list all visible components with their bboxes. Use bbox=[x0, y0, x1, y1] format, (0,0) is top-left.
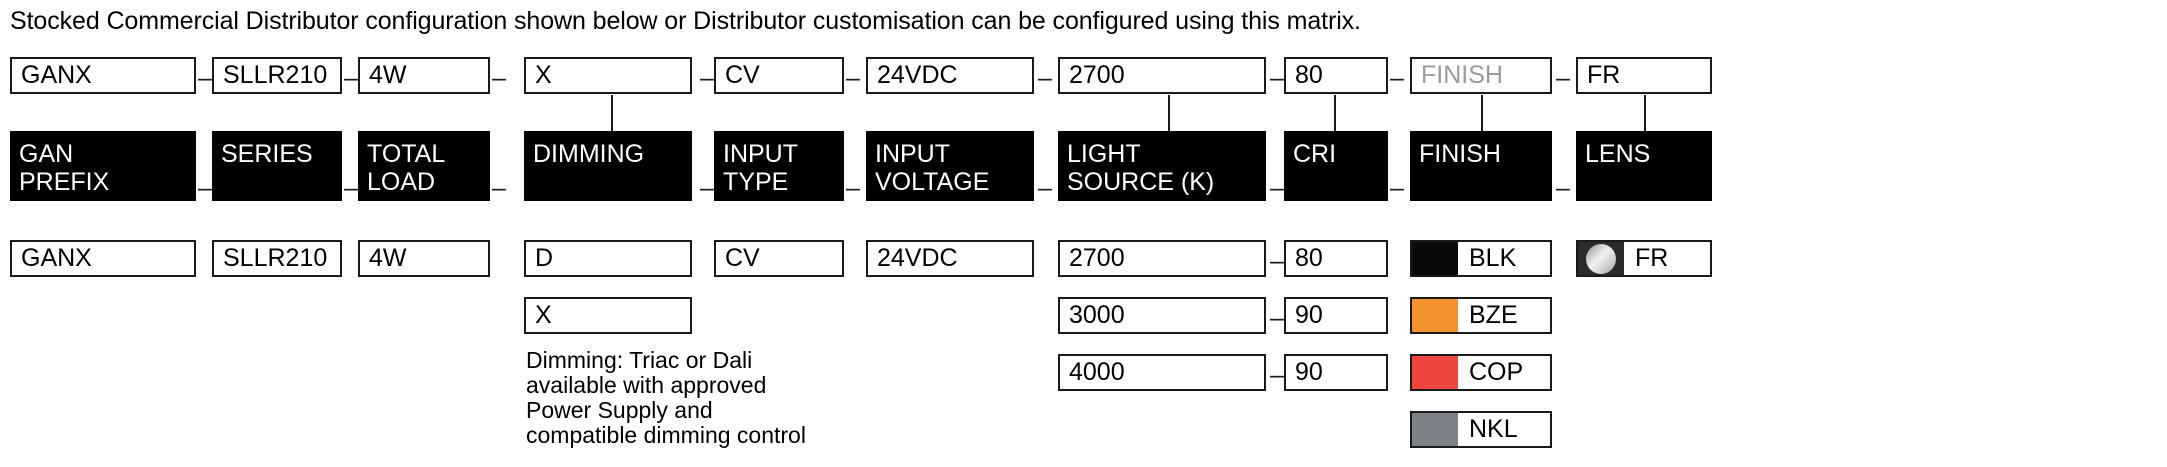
header-dash-3: – bbox=[492, 174, 506, 202]
header-input-type: INPUT TYPE bbox=[714, 131, 844, 201]
header-cri: CRI bbox=[1284, 131, 1388, 201]
option-dash-cri-2: – bbox=[1270, 304, 1284, 332]
header-dash-7: – bbox=[1270, 174, 1284, 202]
code-dash-2: – bbox=[344, 64, 358, 92]
header-finish: FINISH bbox=[1410, 131, 1552, 201]
option-finish-bze-label: BZE bbox=[1469, 301, 1518, 329]
option-finish-bze[interactable]: BZE bbox=[1410, 297, 1552, 334]
header-dash-1: – bbox=[198, 174, 212, 202]
option-cri-90-b[interactable]: 90 bbox=[1284, 354, 1388, 391]
option-input-type-cv[interactable]: CV bbox=[714, 240, 844, 277]
option-cri-80[interactable]: 80 bbox=[1284, 240, 1388, 277]
connector-line-lens bbox=[1644, 95, 1646, 131]
code-dash-6: – bbox=[1038, 64, 1052, 92]
code-dash-1: – bbox=[198, 64, 212, 92]
header-dash-9: – bbox=[1556, 174, 1570, 202]
option-cri-90-a[interactable]: 90 bbox=[1284, 297, 1388, 334]
code-cell-total-load[interactable]: 4W bbox=[358, 57, 490, 94]
intro-text: Stocked Commercial Distributor configura… bbox=[10, 7, 1361, 35]
code-dash-4: – bbox=[700, 64, 714, 92]
finish-swatch-cop-icon bbox=[1412, 356, 1458, 389]
option-input-voltage-24vdc[interactable]: 24VDC bbox=[866, 240, 1034, 277]
lens-frosted-swatch-icon bbox=[1578, 242, 1624, 275]
header-light-source: LIGHT SOURCE (K) bbox=[1058, 131, 1266, 201]
header-lens: LENS bbox=[1576, 131, 1712, 201]
code-dash-3: – bbox=[492, 64, 506, 92]
option-light-source-2700[interactable]: 2700 bbox=[1058, 240, 1266, 277]
option-total-load-4w[interactable]: 4W bbox=[358, 240, 490, 277]
code-dash-9: – bbox=[1556, 64, 1570, 92]
dimming-note: Dimming: Triac or Dali available with ap… bbox=[526, 347, 806, 448]
option-dash-cri-3: – bbox=[1270, 361, 1284, 389]
option-finish-blk-label: BLK bbox=[1469, 244, 1517, 272]
header-dash-6: – bbox=[1038, 174, 1052, 202]
option-dimming-x[interactable]: X bbox=[524, 297, 692, 334]
header-dash-2: – bbox=[344, 174, 358, 202]
option-finish-nkl[interactable]: NKL bbox=[1410, 411, 1552, 448]
code-cell-light-source[interactable]: 2700 bbox=[1058, 57, 1266, 94]
code-dash-7: – bbox=[1270, 64, 1284, 92]
code-cell-cri[interactable]: 80 bbox=[1284, 57, 1388, 94]
code-cell-dimming[interactable]: X bbox=[524, 57, 692, 94]
header-gan-prefix: GAN PREFIX bbox=[10, 131, 196, 201]
code-cell-input-voltage[interactable]: 24VDC bbox=[866, 57, 1034, 94]
option-dimming-d[interactable]: D bbox=[524, 240, 692, 277]
option-finish-cop[interactable]: COP bbox=[1410, 354, 1552, 391]
option-finish-nkl-label: NKL bbox=[1469, 415, 1518, 443]
connector-line-cri bbox=[1334, 95, 1336, 131]
option-light-source-4000[interactable]: 4000 bbox=[1058, 354, 1266, 391]
code-cell-gan-prefix[interactable]: GANX bbox=[10, 57, 196, 94]
option-lens-fr-label: FR bbox=[1635, 244, 1669, 272]
connector-line-dimming bbox=[611, 95, 613, 131]
option-light-source-3000[interactable]: 3000 bbox=[1058, 297, 1266, 334]
option-finish-blk[interactable]: BLK bbox=[1410, 240, 1552, 277]
finish-swatch-nkl-icon bbox=[1412, 413, 1458, 446]
header-dash-5: – bbox=[846, 174, 860, 202]
option-finish-cop-label: COP bbox=[1469, 358, 1524, 386]
option-lens-fr[interactable]: FR bbox=[1576, 240, 1712, 277]
code-dash-5: – bbox=[846, 64, 860, 92]
option-gan-prefix-ganx[interactable]: GANX bbox=[10, 240, 196, 277]
code-cell-series[interactable]: SLLR210 bbox=[212, 57, 342, 94]
option-series-sllr210[interactable]: SLLR210 bbox=[212, 240, 342, 277]
finish-swatch-blk-icon bbox=[1412, 242, 1458, 275]
option-dash-cri-1: – bbox=[1270, 247, 1284, 275]
header-input-voltage: INPUT VOLTAGE bbox=[866, 131, 1034, 201]
code-dash-8: – bbox=[1390, 64, 1404, 92]
code-cell-finish[interactable]: FINISH bbox=[1410, 57, 1552, 94]
header-total-load: TOTAL LOAD bbox=[358, 131, 490, 201]
header-series: SERIES bbox=[212, 131, 342, 201]
header-dash-8: – bbox=[1390, 174, 1404, 202]
finish-swatch-bze-icon bbox=[1412, 299, 1458, 332]
header-dimming: DIMMING bbox=[524, 131, 692, 201]
code-cell-input-type[interactable]: CV bbox=[714, 57, 844, 94]
connector-line-light-source bbox=[1168, 95, 1170, 131]
connector-line-finish bbox=[1481, 95, 1483, 131]
header-dash-4: – bbox=[700, 174, 714, 202]
code-cell-lens[interactable]: FR bbox=[1576, 57, 1712, 94]
